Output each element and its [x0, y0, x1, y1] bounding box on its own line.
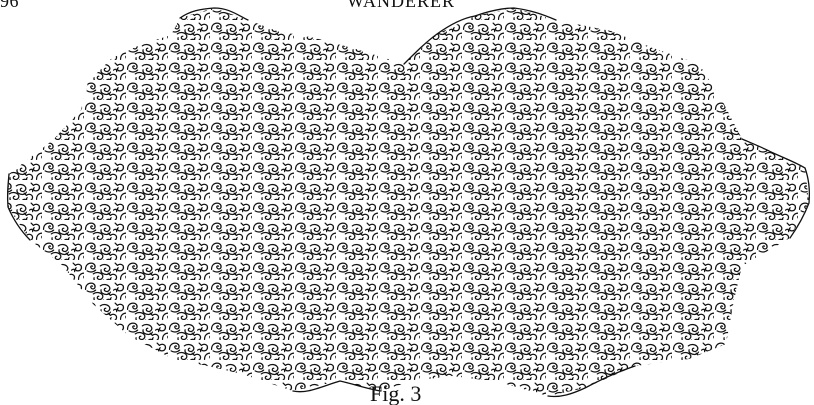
figure-caption: Fig. 3	[370, 383, 421, 405]
